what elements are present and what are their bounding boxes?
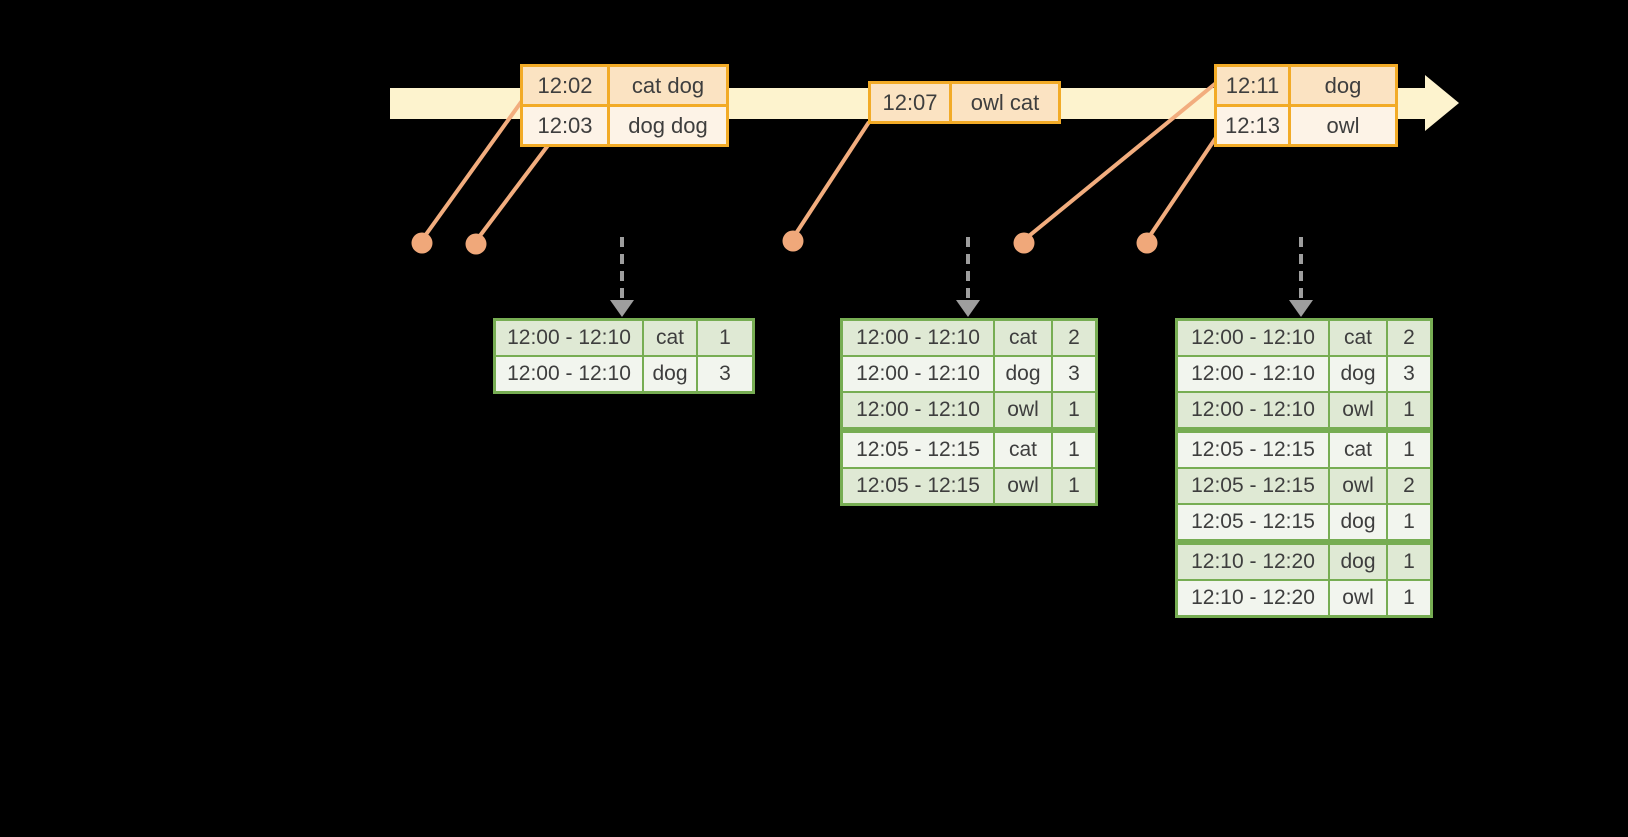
table-cell: 12:00 - 12:10 (840, 355, 995, 393)
trigger-arrow-line (1299, 237, 1303, 301)
trigger-arrowhead-icon (610, 300, 634, 317)
table-cell: 12:10 - 12:20 (1175, 539, 1330, 581)
table-cell: 12:00 - 12:10 (1175, 318, 1330, 357)
table-cell: 1 (1386, 579, 1433, 618)
table-cell: cat (642, 318, 698, 357)
table-cell: dog (1328, 503, 1388, 543)
table-cell: 12:03 (520, 104, 610, 147)
table-cell: cat dog (607, 64, 729, 107)
table-cell: owl (1288, 104, 1398, 147)
table-cell: cat (993, 427, 1053, 469)
table-cell: 3 (1051, 355, 1098, 393)
table-cell: 12:10 - 12:20 (1175, 579, 1330, 618)
event-connector-line (420, 96, 526, 242)
table-cell: 12:00 - 12:10 (493, 355, 644, 394)
table-cell: 12:00 - 12:10 (840, 318, 995, 357)
table-cell: dog (1328, 539, 1388, 581)
event-dot (1136, 232, 1158, 254)
table-cell: 1 (1386, 503, 1433, 543)
event-dot (465, 233, 487, 255)
table-cell: 1 (1051, 467, 1098, 506)
trigger-arrow-line (966, 237, 970, 301)
table-cell: owl cat (949, 81, 1061, 124)
table-cell: dog (1328, 355, 1388, 393)
table-cell: 12:02 (520, 64, 610, 107)
table-cell: 12:05 - 12:15 (1175, 503, 1330, 543)
table-cell: cat (1328, 318, 1388, 357)
table-cell: dog (642, 355, 698, 394)
table-cell: 12:00 - 12:10 (840, 391, 995, 431)
table-cell: 12:00 - 12:10 (1175, 391, 1330, 431)
table-cell: 12:07 (868, 81, 952, 124)
table-cell: dog (1288, 64, 1398, 107)
trigger-arrow-line (620, 237, 624, 301)
table-cell: 12:00 - 12:10 (493, 318, 644, 357)
table-cell: 12:13 (1214, 104, 1291, 147)
table-cell: 2 (1051, 318, 1098, 357)
table-cell: 1 (696, 318, 755, 357)
event-dot (411, 232, 433, 254)
table-cell: owl (1328, 467, 1388, 505)
event-dot (1013, 232, 1035, 254)
table-cell: 12:05 - 12:15 (840, 427, 995, 469)
table-cell: 12:05 - 12:15 (1175, 467, 1330, 505)
event-dot (782, 230, 804, 252)
event-connector-line (474, 142, 551, 243)
table-cell: 2 (1386, 467, 1433, 505)
table-cell: 1 (1386, 427, 1433, 469)
table-cell: cat (1328, 427, 1388, 469)
table-cell: 3 (696, 355, 755, 394)
timeline-arrowhead-icon (1425, 75, 1459, 131)
trigger-arrowhead-icon (956, 300, 980, 317)
table-cell: owl (993, 391, 1053, 431)
table-cell: owl (1328, 579, 1388, 618)
table-cell: dog (993, 355, 1053, 393)
table-cell: cat (993, 318, 1053, 357)
event-connector-line (1145, 131, 1221, 242)
table-cell: 1 (1386, 391, 1433, 431)
table-cell: dog dog (607, 104, 729, 147)
event-connector-line (791, 120, 871, 240)
table-cell: 2 (1386, 318, 1433, 357)
table-cell: 3 (1386, 355, 1433, 393)
table-cell: 1 (1051, 391, 1098, 431)
table-cell: 12:00 - 12:10 (1175, 355, 1330, 393)
table-cell: 12:05 - 12:15 (1175, 427, 1330, 469)
table-cell: 12:05 - 12:15 (840, 467, 995, 506)
table-cell: owl (1328, 391, 1388, 431)
table-cell: 1 (1051, 427, 1098, 469)
trigger-arrowhead-icon (1289, 300, 1313, 317)
table-cell: 12:11 (1214, 64, 1291, 107)
table-cell: owl (993, 467, 1053, 506)
table-cell: 1 (1386, 539, 1433, 581)
event-dots (411, 230, 1158, 255)
